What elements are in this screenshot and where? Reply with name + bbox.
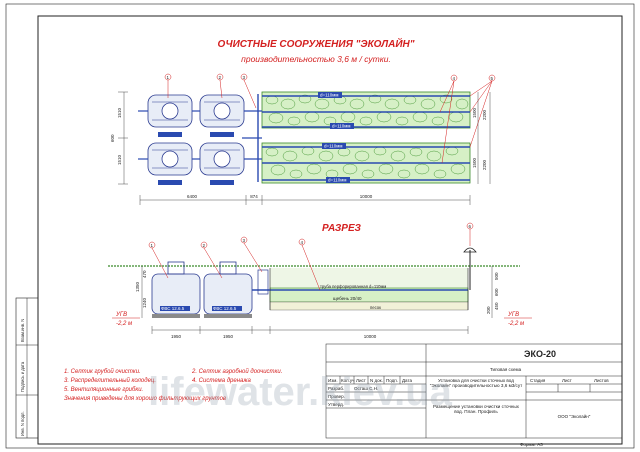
outer-border xyxy=(5,3,635,449)
plan-dim-10000: 10000 xyxy=(360,194,373,199)
tb-format: Формат А3 xyxy=(520,442,543,447)
tb-col-izm: Изм. xyxy=(328,378,338,383)
side-stamp-sign: Подпись и дата xyxy=(20,361,25,392)
tb-sheets: Листов xyxy=(594,378,609,383)
drainage-field-bottom: d=110мм d=110мм xyxy=(261,142,471,184)
side-stamp-replace: Взам.инв. N xyxy=(20,319,25,342)
pipe-label-2: d=110мм xyxy=(332,124,351,129)
plan-dim-right-4: 1500 xyxy=(472,157,477,168)
tb-col-podp: Подп. xyxy=(386,378,398,383)
tb-role-2: Провер. xyxy=(328,394,345,399)
section-tank-label-1: ФВС 12.6.5 xyxy=(161,306,185,311)
ugv-right-depth: -2,2 м xyxy=(508,321,524,327)
tb-role-1: Разраб. xyxy=(328,386,344,391)
tb-description: Установка для очистки сточных вод "Экола… xyxy=(429,378,523,389)
plan-dim-874: 874 xyxy=(250,194,258,199)
plan-dim-left-1: 1510 xyxy=(117,107,122,118)
drainage-field-top: d=110мм d=110мм xyxy=(261,91,471,129)
plan-callout-2: 2 xyxy=(219,75,222,80)
legend-item-4: 4. Система дренажа xyxy=(192,378,251,384)
tb-stage: Стадия xyxy=(530,378,546,383)
plan-view: d=110мм d=110мм d=110мм d=110мм xyxy=(110,73,496,205)
section-dim-left-1: 1350 xyxy=(135,281,140,292)
section-callout-2: 2 xyxy=(203,243,206,248)
diagram-title: ОЧИСТНЫЕ СООРУЖЕНИЯ "ЭКОЛАЙН" xyxy=(217,37,414,50)
section-dim-right-4: 200 xyxy=(486,306,491,314)
tb-col-doc: N док. xyxy=(370,378,383,383)
tb-col-kol: Кол.уч xyxy=(341,378,355,383)
plan-dim-right-1: 2200 xyxy=(482,109,487,120)
section-view: РАЗРЕЗ ФВС 12.6.5 ФВС 12.6.5 труба перфо… xyxy=(108,222,532,339)
sand-label: песок xyxy=(370,305,381,310)
section-dim-1: 1950 xyxy=(171,334,182,339)
frame-border xyxy=(37,15,623,445)
plan-callout-5: 5 xyxy=(491,76,494,81)
legend-item-6: Значения приведены для хорошо фильтрующи… xyxy=(64,396,226,402)
section-dim-left-2: 1240 xyxy=(142,297,147,308)
section-callout-1: 1 xyxy=(151,243,154,248)
plan-callout-1: 1 xyxy=(167,75,170,80)
perforated-pipe-label: труба перфорированная d=110мм xyxy=(320,284,386,289)
plan-callouts xyxy=(164,73,496,164)
section-dim-right-3: 450 xyxy=(494,302,499,310)
plan-dim-right-3: 2200 xyxy=(482,159,487,170)
pipe-label-3: d=110мм xyxy=(324,144,343,149)
title-block-scheme: Типовая схема xyxy=(490,367,522,372)
tb-sheet: Лист xyxy=(562,378,572,383)
plan-callout-3: 3 xyxy=(243,75,246,80)
watermark: lifewater.kiev.ua xyxy=(148,370,453,414)
section-callout-3: 3 xyxy=(243,238,246,243)
section-dim-2: 1950 xyxy=(223,334,234,339)
section-dim-left-3: 470 xyxy=(142,270,147,278)
tb-developer: Осташ С.Н. xyxy=(354,386,378,391)
section-callout-4: 4 xyxy=(301,240,304,245)
section-title: РАЗРЕЗ xyxy=(322,223,362,234)
tb-role-3: Утверд. xyxy=(328,402,344,407)
plan-dim-6400: 6400 xyxy=(187,194,198,199)
tb-company: ООО "Эколайн" xyxy=(558,413,591,419)
tank-group xyxy=(147,94,245,176)
ugv-left-depth: -2,2 м xyxy=(116,321,132,327)
side-stamp: Инв. N подл. Подпись и дата Взам.инв. N xyxy=(15,297,39,439)
plan-callout-4: 4 xyxy=(453,76,456,81)
section-callout-6: 6 xyxy=(469,224,472,229)
diagram-subtitle: производительностью 3,6 м / сутки. xyxy=(241,54,391,64)
plan-dim-left-2: 1510 xyxy=(117,154,122,165)
legend-item-2: 2. Септик аэробной доочистки. xyxy=(191,368,282,375)
tb-col-date: Дата xyxy=(402,378,412,383)
title-block-code: ЭКО-20 xyxy=(524,349,556,359)
tb-description-2: Размещение установки очистки сточных вод… xyxy=(433,404,519,415)
legend-item-1: 1. Септик грубой очистки. xyxy=(64,368,141,375)
legend-item-5: 5. Вентиляционные грибки. xyxy=(64,387,143,393)
gravel-label: щебень 20/40 xyxy=(333,296,362,301)
side-stamp-inv: Инв. N подл. xyxy=(20,411,25,436)
plan-dim-left-3: 600 xyxy=(110,134,115,142)
tb-col-list: Лист xyxy=(356,378,366,383)
section-dim-right-1: 500 xyxy=(494,272,499,280)
ugv-left: УГВ xyxy=(115,312,127,318)
section-tank-label-2: ФВС 12.6.5 xyxy=(213,306,237,311)
legend-item-3: 3. Распределительный колодец. xyxy=(64,377,156,384)
title-block xyxy=(325,343,623,439)
section-dim-right-2: 600 xyxy=(494,288,499,296)
ugv-right: УГВ xyxy=(507,312,519,318)
pipe-label-4: d=110мм xyxy=(328,178,347,183)
legend: 1. Септик грубой очистки. 2. Септик аэро… xyxy=(64,368,282,402)
plan-dim-right-2: 1500 xyxy=(472,107,477,118)
pipe-label-1: d=110мм xyxy=(320,93,339,98)
section-dim-3: 10000 xyxy=(364,334,377,339)
